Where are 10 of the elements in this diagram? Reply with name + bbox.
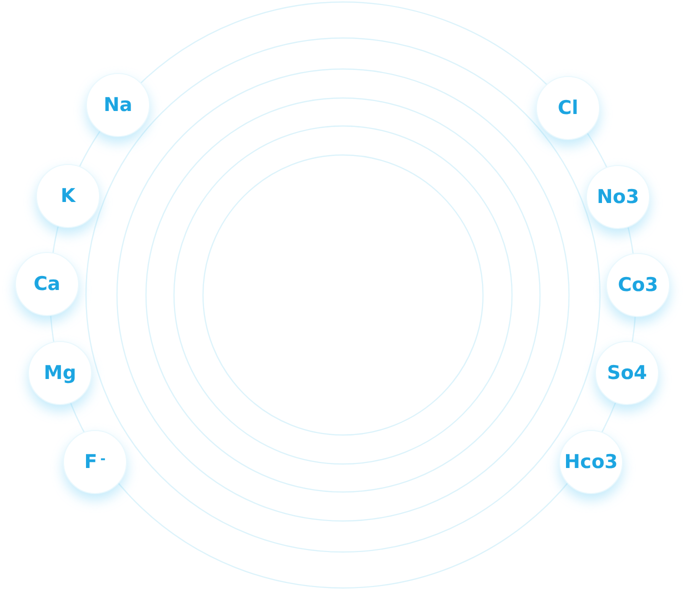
ion-circle: Cl — [536, 76, 600, 140]
ion-circle: Mg — [28, 341, 92, 405]
ion-circle: Co3 — [606, 253, 670, 317]
ion-circle: No3 — [586, 165, 650, 229]
ion-circle: F$^{-}$ — [63, 430, 127, 494]
ion-circle: K — [36, 164, 100, 228]
ion-circle: Hco3 — [559, 430, 623, 494]
ion-circle: Ca — [15, 252, 79, 316]
ion-circle: Na — [86, 73, 150, 137]
ion-circle: So4 — [595, 341, 659, 405]
